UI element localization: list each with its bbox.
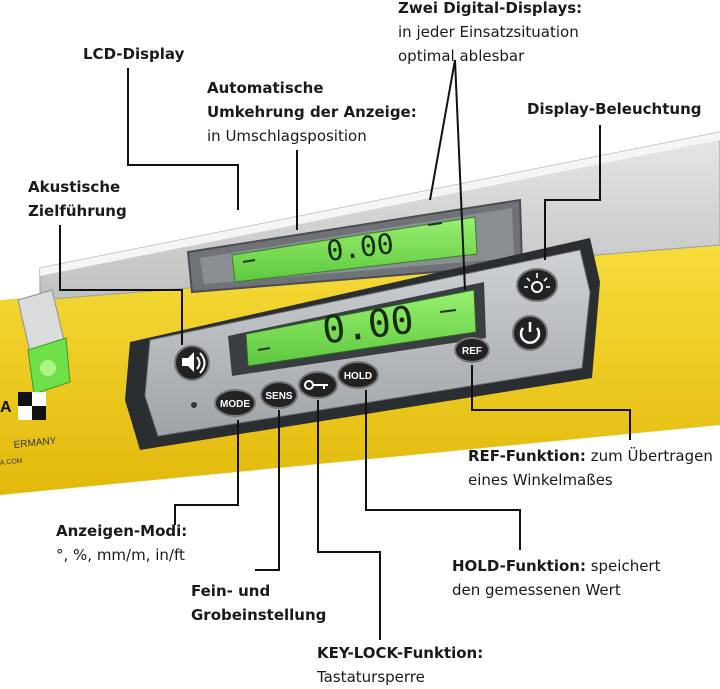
ref-desc-inline: zum Übertragen <box>585 447 713 465</box>
sens-button[interactable] <box>260 381 298 409</box>
hold-desc-inline: speichert <box>585 557 661 575</box>
hold-desc-line2: den gemessenen Wert <box>452 581 621 599</box>
callout-lines <box>59 59 631 640</box>
sound-button[interactable] <box>174 345 210 381</box>
callout-auto-flip: Automatische Umkehrung der Anzeige: in U… <box>207 76 417 148</box>
ref-desc-line2: eines Winkelmaßes <box>468 471 613 489</box>
keylock-title: KEY-LOCK-Funktion: <box>317 644 484 662</box>
hold-title: HOLD-Funktion: <box>452 557 586 575</box>
sens-button-label: SENS <box>265 391 293 402</box>
hold-button-label: HOLD <box>344 371 372 382</box>
ref-button[interactable] <box>454 337 490 363</box>
callout-keylock: KEY-LOCK-Funktion: Tastatursperre <box>317 641 483 689</box>
power-button[interactable] <box>512 315 548 351</box>
country-fragment: ERMANY <box>13 436 57 451</box>
keylock-desc: Tastatursperre <box>317 668 425 686</box>
modes-title: Anzeigen-Modi: <box>56 522 188 540</box>
modes-desc: °, %, mm/m, in/ft <box>56 546 185 564</box>
acoustic-title-line2: Zielführung <box>28 202 127 220</box>
top-display-value: 0.00 <box>325 227 396 268</box>
bubble-vial <box>17 289 71 395</box>
mode-button-label: MODE <box>220 399 250 410</box>
callout-fine: Fein- und Grobeinstellung <box>191 579 326 627</box>
callout-two-displays: Zwei Digital-Displays: in jeder Einsatzs… <box>398 0 582 68</box>
callout-modes: Anzeigen-Modi: °, %, mm/m, in/ft <box>56 519 187 567</box>
callout-backlight: Display-Beleuchtung <box>527 97 702 121</box>
two-displays-desc-line1: in jeder Einsatzsituation <box>398 23 579 41</box>
two-displays-title: Zwei Digital-Displays: <box>398 0 583 17</box>
lcd-display-title: LCD-Display <box>83 45 185 63</box>
hold-button[interactable] <box>337 361 379 389</box>
callout-lcd-display: LCD-Display <box>83 42 184 66</box>
auto-flip-title-line1: Automatische <box>207 79 324 97</box>
auto-flip-desc: in Umschlagsposition <box>207 127 367 145</box>
backlight-button[interactable] <box>516 268 558 302</box>
web-fragment: A.COM <box>0 458 23 467</box>
checker-logo <box>18 392 46 420</box>
auto-flip-title-line2: Umkehrung der Anzeige: <box>207 103 417 121</box>
brand-fragment: A <box>0 399 12 416</box>
callout-acoustic: Akustische Zielführung <box>28 175 127 223</box>
fine-title-line2: Grobeinstellung <box>191 606 327 624</box>
ref-title: REF-Funktion: <box>468 447 586 465</box>
two-displays-desc-line2: optimal ablesbar <box>398 47 525 65</box>
backlight-title: Display-Beleuchtung <box>527 100 702 118</box>
mode-button[interactable] <box>214 389 256 417</box>
key-lock-button[interactable] <box>298 371 338 399</box>
callout-hold: HOLD-Funktion: speichert den gemessenen … <box>452 554 660 602</box>
acoustic-title-line1: Akustische <box>28 178 121 196</box>
callout-ref: REF-Funktion: zum Übertragen eines Winke… <box>468 444 713 492</box>
ref-button-label: REF <box>462 346 482 357</box>
fine-title-line1: Fein- und <box>191 582 271 600</box>
